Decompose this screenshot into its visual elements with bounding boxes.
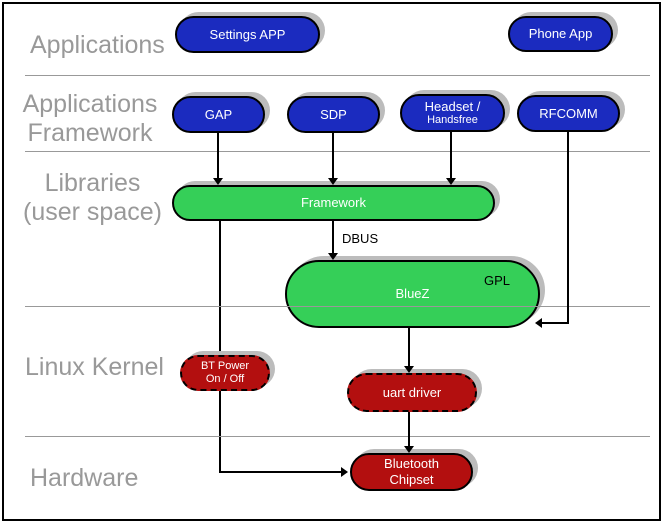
edge-headset-framework <box>450 132 452 178</box>
node-sdp: SDP <box>287 96 380 133</box>
layer-label-line: Framework <box>27 118 153 147</box>
node-bt-power: BT Power On / Off <box>180 355 270 391</box>
arrowhead-rfcomm-bluez <box>535 318 542 328</box>
gpl-badge: GPL <box>483 273 510 288</box>
edge-rfcomm-bluez-horizontal <box>542 322 569 324</box>
arrowhead-sdp-framework <box>328 178 338 185</box>
edge-sdp-framework <box>332 133 334 178</box>
node-label-line: Handsfree <box>427 114 478 127</box>
node-uart-driver: uart driver <box>347 373 477 412</box>
layer-label-line: Applications <box>22 90 158 118</box>
node-label-line: BT Power <box>200 359 250 372</box>
arrowhead-bluez-uart <box>404 366 414 373</box>
divider-kernel <box>25 436 650 437</box>
divider-libraries <box>25 306 650 307</box>
divider-applications <box>25 75 650 76</box>
edge-framework-bluez <box>332 221 334 253</box>
edge-gap-framework <box>217 133 219 178</box>
arrowhead-framework-bluez <box>328 253 338 260</box>
layer-label-applications: Applications <box>30 31 165 59</box>
edge-uart-chipset <box>408 412 410 446</box>
layer-label-hardware: Hardware <box>30 464 139 492</box>
node-label-line: Bluetooth <box>384 456 439 472</box>
arrowhead-headset-framework <box>446 178 456 185</box>
edge-framework-chipset-vertical <box>219 221 221 473</box>
node-bluez: BlueZ GPL <box>285 260 540 328</box>
node-label: BlueZ <box>395 286 430 302</box>
arrowhead-uart-chipset <box>404 446 414 453</box>
node-settings-app: Settings APP <box>175 16 320 53</box>
node-headset-handsfree: Headset / Handsfree <box>400 94 505 132</box>
node-bluetooth-chipset: Bluetooth Chipset <box>350 453 473 491</box>
node-gap: GAP <box>172 96 265 133</box>
arrowhead-gap-framework <box>213 178 223 185</box>
edge-rfcomm-bluez-vertical <box>567 132 569 324</box>
node-rfcomm: RFCOMM <box>517 95 620 132</box>
edge-framework-chipset-horizontal <box>219 471 342 473</box>
layer-label-linux-kernel: Linux Kernel <box>25 353 164 381</box>
dbus-edge-label: DBUS <box>342 231 379 246</box>
layer-label-line: Libraries <box>44 169 141 197</box>
divider-framework <box>25 151 650 152</box>
node-label-line: On / Off <box>205 373 245 385</box>
node-framework: Framework <box>172 185 495 221</box>
node-phone-app: Phone App <box>508 16 613 52</box>
layer-label-line: (user space) <box>23 197 162 226</box>
layer-label-applications-framework: Applications Framework <box>20 90 160 148</box>
node-label-line: Chipset <box>389 472 434 487</box>
layer-label-libraries: Libraries (user space) <box>15 169 170 227</box>
edge-bluez-uart <box>408 328 410 366</box>
arrowhead-framework-chipset <box>341 467 348 477</box>
node-label-line: Headset / <box>424 98 481 114</box>
